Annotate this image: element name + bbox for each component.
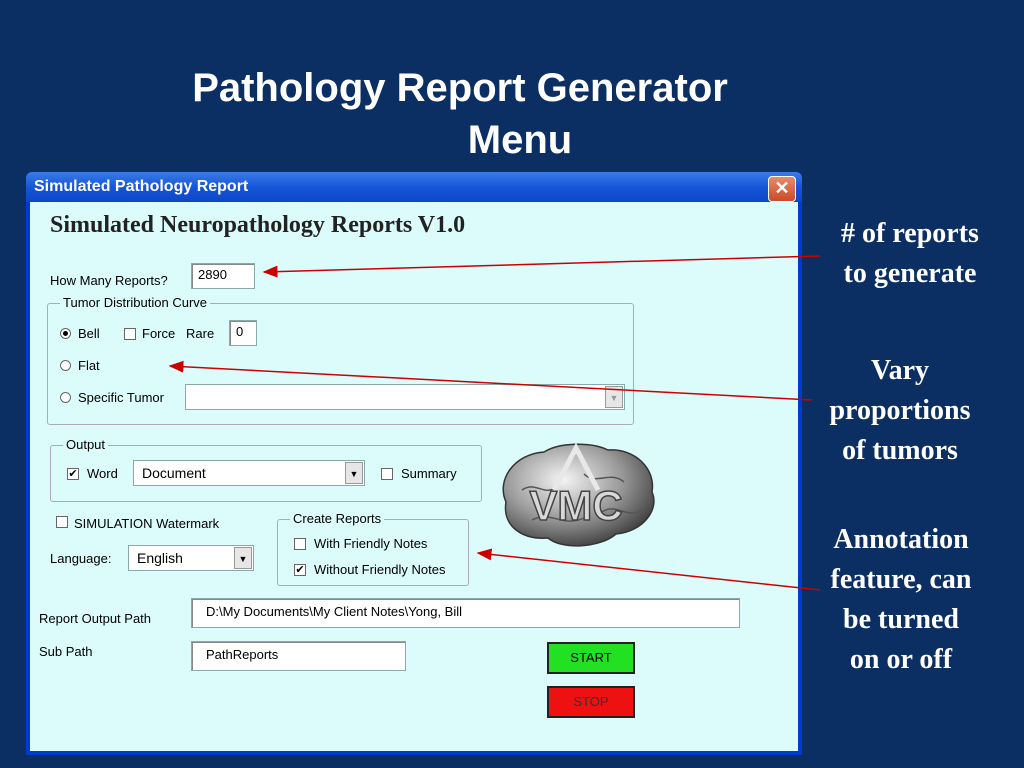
output-path-input[interactable]: D:\My Documents\My Client Notes\Yong, Bi…: [191, 598, 740, 628]
language-select[interactable]: English ▼: [128, 545, 254, 571]
with-notes-checkbox[interactable]: [294, 538, 306, 550]
summary-label: Summary: [401, 466, 457, 481]
dialog-window: Simulated Pathology Report ✕ Simulated N…: [26, 172, 802, 755]
callout-proportions: Vary proportions of tumors: [812, 351, 988, 471]
callout-annotation-line3: be turned: [843, 604, 959, 635]
bell-radio[interactable]: [60, 328, 71, 339]
bell-label: Bell: [78, 326, 100, 341]
watermark-checkbox[interactable]: [56, 516, 68, 528]
chevron-down-icon[interactable]: ▼: [234, 547, 252, 569]
format-select[interactable]: Document ▼: [133, 460, 365, 486]
how-many-input[interactable]: 2890: [191, 263, 255, 289]
chevron-down-icon[interactable]: ▼: [605, 386, 623, 408]
rare-label: Rare: [186, 326, 215, 341]
create-reports-legend: Create Reports: [290, 511, 385, 526]
output-path-label: Report Output Path: [39, 611, 152, 626]
sub-path-label: Sub Path: [39, 644, 93, 659]
with-notes-label: With Friendly Notes: [314, 536, 428, 551]
callout-reports-line2: to generate: [843, 258, 977, 289]
stop-button[interactable]: STOP: [547, 686, 635, 718]
window-titlebar[interactable]: Simulated Pathology Report ✕: [26, 172, 802, 202]
close-button[interactable]: ✕: [768, 176, 796, 202]
callout-proportions-line1: Vary: [870, 355, 930, 386]
specific-tumor-select[interactable]: ▼: [185, 384, 625, 410]
without-notes-checkbox[interactable]: ✔: [294, 564, 306, 576]
how-many-label: How Many Reports?: [50, 273, 168, 288]
chevron-down-icon[interactable]: ▼: [345, 462, 363, 484]
word-checkbox[interactable]: ✔: [67, 468, 79, 480]
slide-title-line1: Pathology Report Generator: [192, 66, 728, 110]
callout-annotation-line1: Annotation: [833, 524, 969, 555]
start-button[interactable]: START: [547, 642, 635, 674]
callout-annotation-line4: on or off: [849, 644, 953, 675]
callout-reports: # of reports to generate: [810, 214, 1010, 294]
create-reports-group: Create Reports With Friendly Notes ✔ Wit…: [277, 511, 469, 586]
vmc-brain-logo: VMC: [502, 442, 655, 547]
callout-proportions-line3: of tumors: [842, 435, 958, 466]
callout-annotation-line2: feature, can: [830, 564, 972, 595]
slide-title-line2: Menu: [467, 118, 573, 162]
output-group: Output ✔ Word Document ▼ Summary: [50, 437, 482, 502]
callout-proportions-line2: proportions: [829, 395, 971, 426]
callout-annotation: Annotation feature, can be turned on or …: [806, 520, 996, 680]
specific-tumor-label: Specific Tumor: [78, 390, 164, 405]
sub-path-input[interactable]: PathReports: [191, 641, 406, 671]
force-checkbox[interactable]: [124, 328, 136, 340]
output-legend: Output: [63, 437, 109, 452]
vmc-logo-text: VMC: [529, 482, 622, 529]
tumor-distribution-group: Tumor Distribution Curve Bell Force Rare…: [47, 295, 634, 425]
force-label: Force: [142, 326, 176, 341]
dialog-heading: Simulated Neuropathology Reports V1.0: [50, 212, 466, 238]
language-label: Language:: [50, 551, 112, 566]
rare-input[interactable]: 0: [229, 320, 257, 346]
flat-label: Flat: [78, 358, 100, 373]
without-notes-label: Without Friendly Notes: [314, 562, 446, 577]
callout-reports-line1: # of reports: [841, 218, 979, 249]
specific-tumor-radio[interactable]: [60, 392, 71, 403]
dialog-client-area: Simulated Neuropathology Reports V1.0 Ho…: [30, 202, 798, 751]
format-value: Document: [142, 465, 206, 481]
watermark-label: SIMULATION Watermark: [74, 516, 220, 531]
tumor-distribution-legend: Tumor Distribution Curve: [60, 295, 211, 310]
word-label: Word: [87, 466, 118, 481]
flat-radio[interactable]: [60, 360, 71, 371]
window-title: Simulated Pathology Report: [34, 178, 249, 195]
language-value: English: [137, 550, 183, 566]
summary-checkbox[interactable]: [381, 468, 393, 480]
